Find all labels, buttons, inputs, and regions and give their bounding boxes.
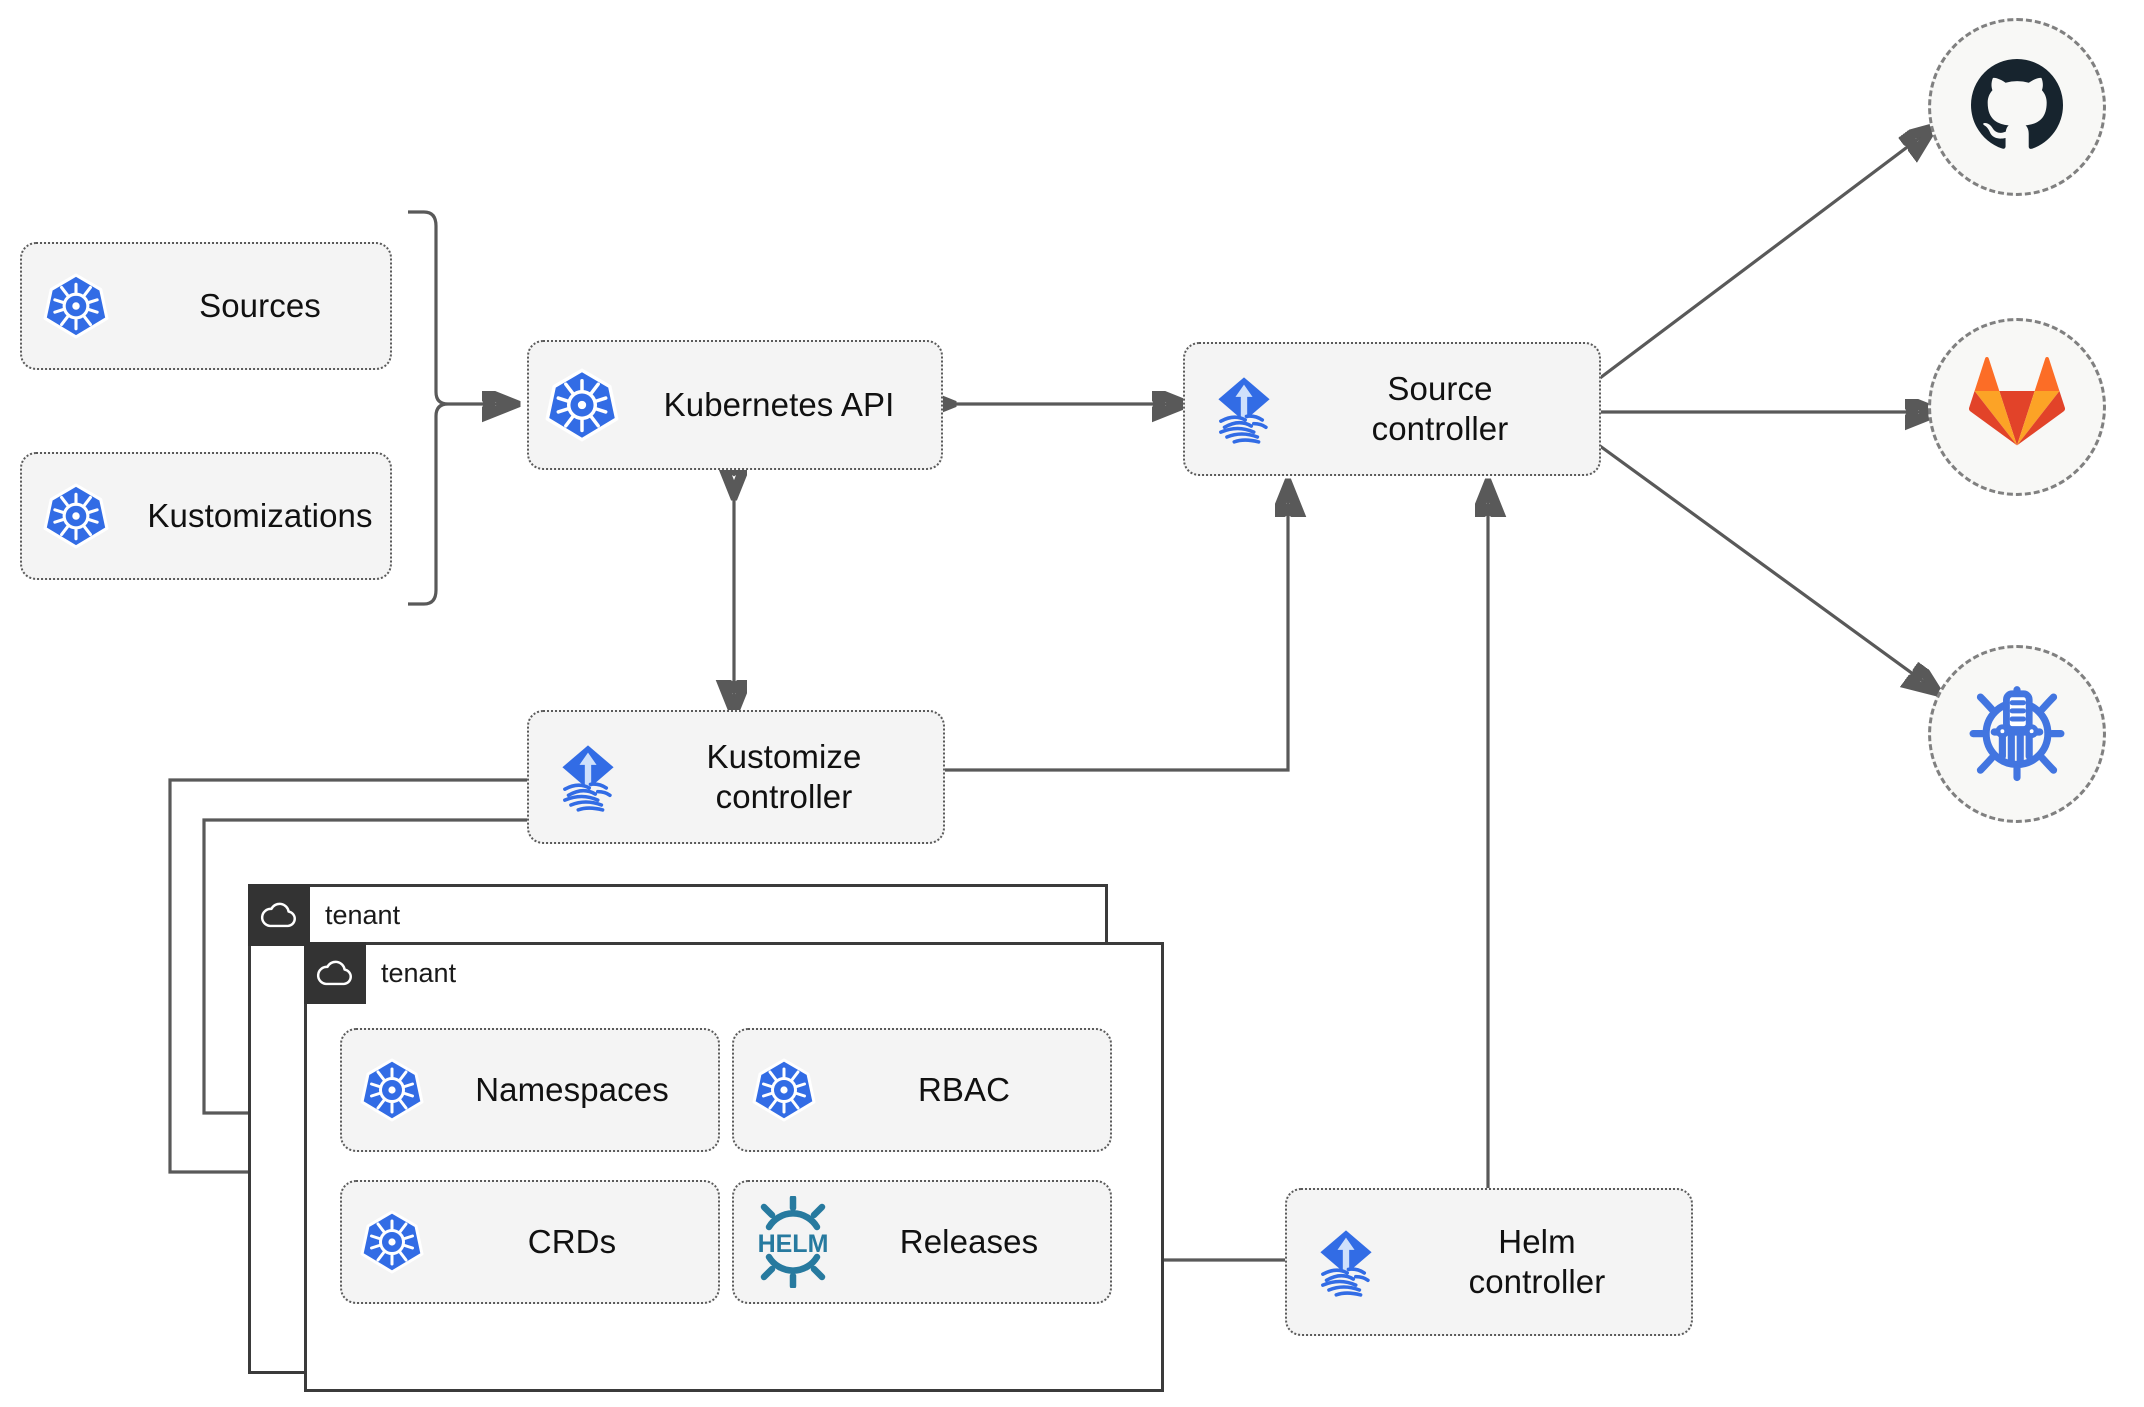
edge-sourcectrl-github (1599, 130, 1930, 380)
node-label: Kustomizations (147, 496, 373, 534)
helm-wordmark-text: HELM (758, 1230, 829, 1258)
node-crds[interactable]: CRDs (340, 1180, 720, 1304)
helm-icon (1965, 680, 2069, 789)
node-label: Namespaces (475, 1070, 669, 1108)
node-kustomizations[interactable]: Kustomizations (20, 452, 392, 580)
node-namespaces[interactable]: Namespaces (340, 1028, 720, 1152)
kubernetes-icon (342, 1058, 442, 1122)
edge-kustomizectrl-tenant-back (168, 778, 528, 1172)
provider-github[interactable] (1928, 18, 2106, 196)
tenant-label: tenant (381, 957, 457, 988)
tenant-label: tenant (325, 899, 401, 930)
provider-helm-registry[interactable] (1928, 645, 2106, 823)
tenant-front-container[interactable]: tenant (304, 942, 1164, 1392)
flux-icon (529, 738, 647, 816)
node-source-controller[interactable]: Source controller (1183, 342, 1601, 476)
kubernetes-icon (22, 273, 130, 339)
node-sources[interactable]: Sources (20, 242, 392, 370)
edge-sourcectrl-helmrepo (1599, 444, 1935, 690)
kubernetes-icon (734, 1058, 834, 1122)
gitlab-icon (1969, 356, 2065, 458)
cloud-icon (248, 884, 310, 946)
node-helm-controller[interactable]: Helm controller (1285, 1188, 1693, 1336)
cloud-icon (304, 942, 366, 1004)
flux-icon (1185, 370, 1303, 448)
edge-kustomizectrl-sourcectrl (944, 487, 1288, 772)
kubernetes-icon (342, 1210, 442, 1274)
github-icon (1969, 57, 2065, 158)
node-label: Kustomize controller (706, 737, 862, 815)
node-kubernetes-api[interactable]: Kubernetes API (527, 340, 943, 470)
flux-icon (1287, 1223, 1405, 1301)
node-label: Releases (899, 1222, 1039, 1260)
node-label: RBAC (917, 1070, 1011, 1108)
kubernetes-icon (22, 483, 130, 549)
node-kustomize-controller[interactable]: Kustomize controller (527, 710, 945, 844)
node-label: Helm controller (1468, 1222, 1606, 1300)
node-label: CRDs (527, 1222, 617, 1260)
node-releases[interactable]: HELM Releases (732, 1180, 1112, 1304)
node-rbac[interactable]: RBAC (732, 1028, 1112, 1152)
node-label: Source controller (1371, 369, 1509, 447)
group-brace (408, 210, 449, 606)
node-label: Sources (199, 286, 321, 324)
node-label: Kubernetes API (663, 385, 895, 423)
helm-wordmark-icon: HELM (734, 1196, 852, 1288)
provider-gitlab[interactable] (1928, 318, 2106, 496)
kubernetes-icon (529, 368, 635, 442)
